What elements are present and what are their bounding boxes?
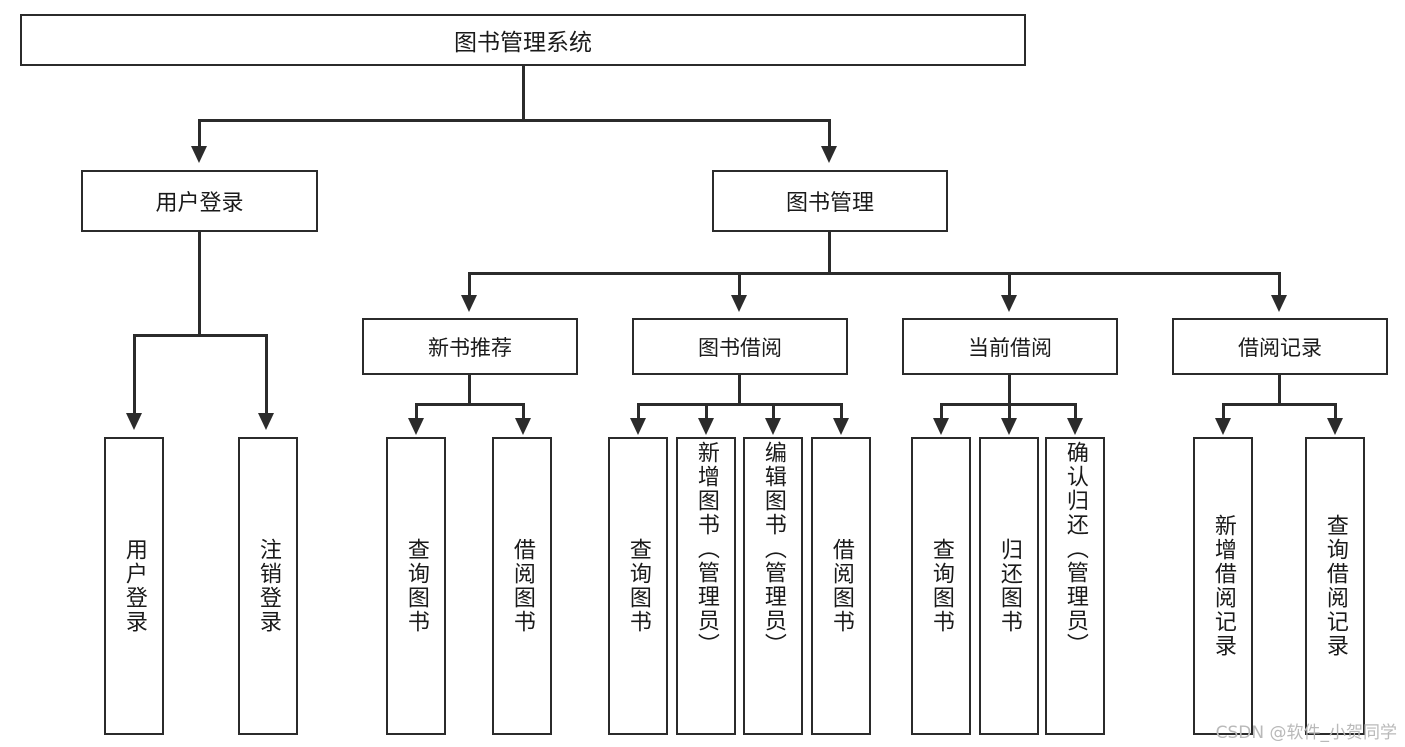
arrow-user-login-to-leaf-1 xyxy=(126,413,142,430)
connector-root-to-user-login xyxy=(198,119,201,147)
arrow-bb-to-leaf-3 xyxy=(765,418,781,435)
leaf-add-book-admin[interactable]: 新增图书（管理员） xyxy=(676,437,736,735)
arrow-cb-to-leaf-1 xyxy=(933,418,949,435)
leaf-add-borrow-record[interactable]: 新增借阅记录 xyxy=(1193,437,1253,735)
node-label: 图书管理 xyxy=(785,191,874,216)
arrow-cb-to-leaf-3 xyxy=(1067,418,1083,435)
connector-current-borrow-stem xyxy=(1008,375,1011,405)
connector-borrow-record-bus xyxy=(1222,403,1337,406)
leaf-edit-book-admin[interactable]: 编辑图书（管理员） xyxy=(743,437,803,735)
arrow-bb-to-leaf-2 xyxy=(698,418,714,435)
node-book-management[interactable]: 图书管理 xyxy=(712,170,948,232)
connector-book-management-stem xyxy=(828,232,831,274)
connector-user-login-bus xyxy=(133,334,268,337)
leaf-label: 注销登录 xyxy=(255,538,281,634)
connector-cb-to-leaf-3 xyxy=(1074,403,1077,419)
node-label: 新书推荐 xyxy=(428,335,512,360)
leaf-borrow-book-recommend[interactable]: 借阅图书 xyxy=(492,437,552,735)
connector-root-bus xyxy=(198,119,831,122)
arrow-br-to-leaf-2 xyxy=(1327,418,1343,435)
arrow-to-borrow-record xyxy=(1271,295,1287,312)
connector-bb-to-leaf-2 xyxy=(705,403,708,419)
leaf-label: 确认归还（管理员） xyxy=(1062,441,1088,657)
leaf-label: 新增借阅记录 xyxy=(1210,514,1236,658)
node-book-borrow[interactable]: 图书借阅 xyxy=(632,318,848,375)
connector-user-login-stem xyxy=(198,232,201,336)
connector-book-borrow-stem xyxy=(738,375,741,405)
arrow-user-login-to-leaf-2 xyxy=(258,413,274,430)
arrow-bb-to-leaf-1 xyxy=(630,418,646,435)
arrow-br-to-leaf-1 xyxy=(1215,418,1231,435)
node-label: 图书借阅 xyxy=(698,335,782,360)
leaf-label: 编辑图书（管理员） xyxy=(760,441,786,657)
leaf-query-borrow-record[interactable]: 查询借阅记录 xyxy=(1305,437,1365,735)
leaf-query-book-borrow[interactable]: 查询图书 xyxy=(608,437,668,735)
arrow-root-to-user-login xyxy=(191,146,207,163)
connector-user-login-to-leaf-1 xyxy=(133,334,136,414)
leaf-query-book-recommend[interactable]: 查询图书 xyxy=(386,437,446,735)
connector-cb-to-leaf-1 xyxy=(940,403,943,419)
leaf-return-book[interactable]: 归还图书 xyxy=(979,437,1039,735)
connector-nbr-to-leaf-1 xyxy=(415,403,418,419)
connector-br-to-leaf-2 xyxy=(1334,403,1337,419)
leaf-label: 借阅图书 xyxy=(509,538,535,634)
leaf-confirm-return-admin[interactable]: 确认归还（管理员） xyxy=(1045,437,1105,735)
node-label: 图书管理系统 xyxy=(454,30,592,56)
leaf-label: 查询图书 xyxy=(625,538,651,634)
connector-bb-to-leaf-4 xyxy=(840,403,843,419)
connector-to-current-borrow xyxy=(1008,272,1011,296)
arrow-to-book-borrow xyxy=(731,295,747,312)
connector-cb-to-leaf-2 xyxy=(1008,403,1011,419)
connector-root-stem xyxy=(522,66,525,120)
node-new-book-recommend[interactable]: 新书推荐 xyxy=(362,318,578,375)
arrow-cb-to-leaf-2 xyxy=(1001,418,1017,435)
connector-to-book-borrow xyxy=(738,272,741,296)
connector-to-borrow-record xyxy=(1278,272,1281,296)
connector-new-book-recommend-bus xyxy=(415,403,525,406)
node-root-book-management-system[interactable]: 图书管理系统 xyxy=(20,14,1026,66)
connector-root-to-book-management xyxy=(828,119,831,147)
node-current-borrow[interactable]: 当前借阅 xyxy=(902,318,1118,375)
node-label: 用户登录 xyxy=(155,191,244,216)
node-label: 当前借阅 xyxy=(968,335,1052,360)
arrow-nbr-to-leaf-1 xyxy=(408,418,424,435)
leaf-label: 查询借阅记录 xyxy=(1322,514,1348,658)
leaf-label: 归还图书 xyxy=(996,538,1022,634)
connector-br-to-leaf-1 xyxy=(1222,403,1225,419)
connector-to-new-book-recommend xyxy=(468,272,471,296)
arrow-to-current-borrow xyxy=(1001,295,1017,312)
arrow-nbr-to-leaf-2 xyxy=(515,418,531,435)
connector-bb-to-leaf-3 xyxy=(772,403,775,419)
arrow-to-new-book-recommend xyxy=(461,295,477,312)
connector-user-login-to-leaf-2 xyxy=(265,334,268,414)
leaf-user-login[interactable]: 用户登录 xyxy=(104,437,164,735)
connector-new-book-recommend-stem xyxy=(468,375,471,405)
leaf-label: 借阅图书 xyxy=(828,538,854,634)
connector-borrow-record-stem xyxy=(1278,375,1281,405)
leaf-label: 查询图书 xyxy=(928,538,954,634)
node-user-login[interactable]: 用户登录 xyxy=(81,170,318,232)
arrow-root-to-book-management xyxy=(821,146,837,163)
leaf-label: 新增图书（管理员） xyxy=(693,441,719,657)
connector-book-borrow-bus xyxy=(637,403,840,406)
leaf-logout[interactable]: 注销登录 xyxy=(238,437,298,735)
node-label: 借阅记录 xyxy=(1238,335,1322,360)
arrow-bb-to-leaf-4 xyxy=(833,418,849,435)
leaf-label: 用户登录 xyxy=(121,538,147,634)
leaf-borrow-book[interactable]: 借阅图书 xyxy=(811,437,871,735)
connector-nbr-to-leaf-2 xyxy=(522,403,525,419)
leaf-label: 查询图书 xyxy=(403,538,429,634)
connector-bb-to-leaf-1 xyxy=(637,403,640,419)
leaf-query-book-current[interactable]: 查询图书 xyxy=(911,437,971,735)
node-borrow-record[interactable]: 借阅记录 xyxy=(1172,318,1388,375)
csdn-watermark: CSDN @软件_小贺同学 xyxy=(1215,723,1397,743)
connector-level2-bus xyxy=(468,272,1280,275)
